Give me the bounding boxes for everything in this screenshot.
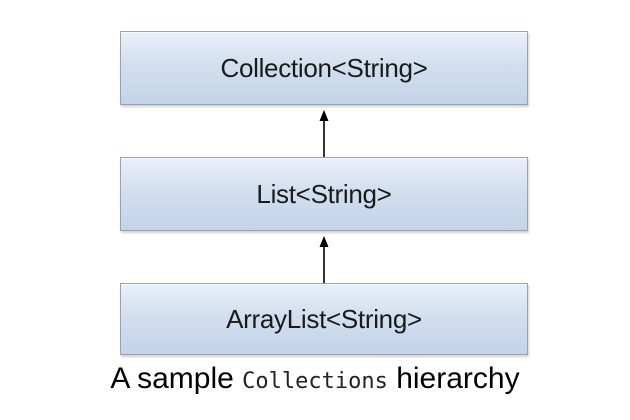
- node-arraylist: ArrayList<String>: [120, 283, 528, 355]
- node-list-label: List<String>: [256, 178, 392, 209]
- node-collection-label: Collection<String>: [220, 52, 428, 83]
- caption-code: Collections: [242, 369, 388, 394]
- node-collection: Collection<String>: [120, 31, 528, 105]
- node-list: List<String>: [120, 157, 528, 231]
- figure-caption: A sample Collections hierarchy: [0, 362, 630, 396]
- inheritance-arrow-list-to-collection: [319, 107, 329, 157]
- inheritance-arrow-arraylist-to-list: [319, 233, 329, 283]
- node-arraylist-label: ArrayList<String>: [226, 303, 422, 334]
- caption-suffix: hierarchy: [396, 362, 520, 395]
- caption-prefix: A sample: [110, 362, 234, 395]
